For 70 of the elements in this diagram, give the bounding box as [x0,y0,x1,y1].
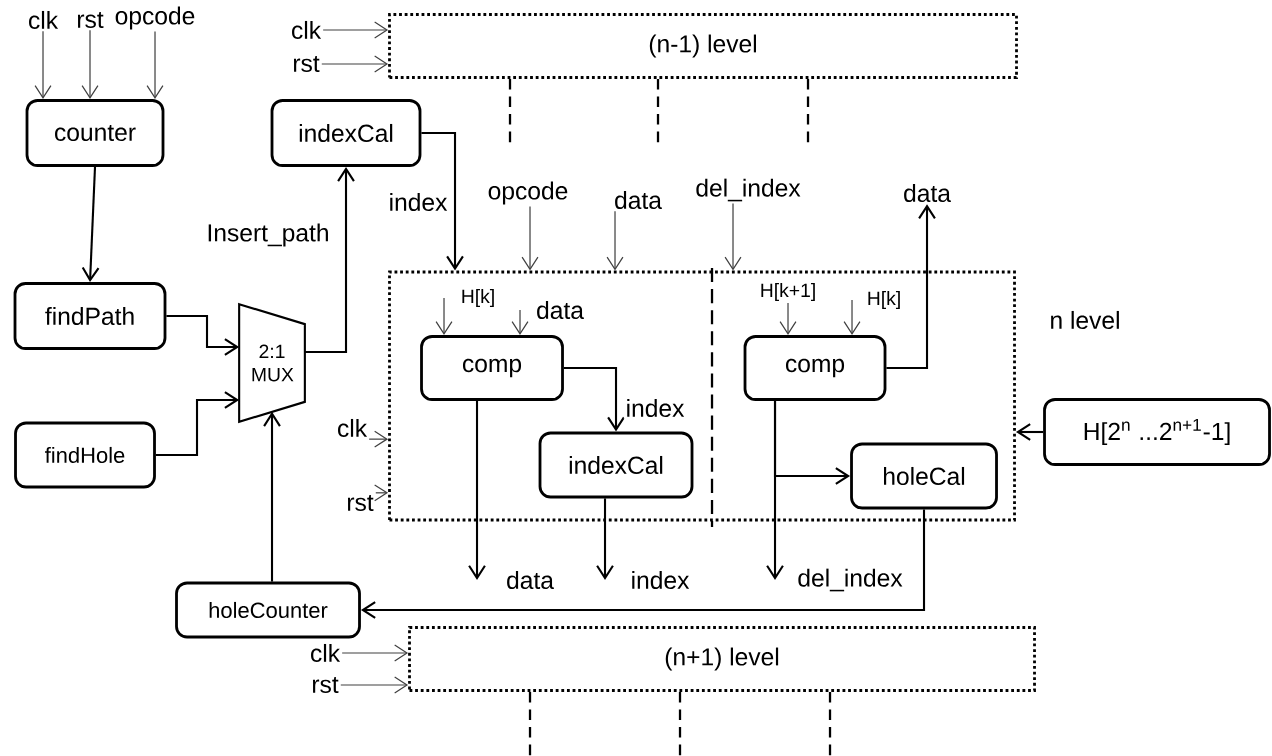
arrow [360,509,926,619]
signal-label: del_index [798,568,903,592]
arrow [34,30,52,100]
arrow [521,205,539,271]
edge-label: index [386,191,450,213]
arrow [596,498,614,580]
signal-label: clk [311,643,341,663]
signal-label: H[k] [868,291,900,309]
signal-label: data [615,190,662,210]
signal-label: opcode [115,6,195,30]
arrow [606,210,624,271]
edge-label: Insert_path [204,221,332,249]
signal-label: H[k] [462,289,494,307]
arrow [81,29,99,100]
arrow [843,299,861,336]
module-box: findPath [13,282,167,350]
signal-label: data [904,183,951,203]
level-box: (n-1) level [388,13,1018,79]
arrow [304,166,355,354]
arrow [773,400,851,485]
arrow [468,400,486,580]
module-box: holeCal [850,442,998,510]
signal-label: opcode [488,181,568,205]
arrow [146,30,164,100]
node-label: n level [1051,310,1119,330]
module-box: counter [25,99,165,167]
signal-label: rst [347,494,374,512]
dashed-line [806,78,810,143]
arrow [341,644,409,662]
arrow [155,391,240,457]
arrow [263,411,281,582]
arrow [779,302,797,336]
dashed-line [508,78,512,143]
signal-label: data [537,300,584,320]
arrow [81,166,100,283]
signal-label: H[k+1] [761,283,815,301]
signal-label: clk [292,20,322,40]
signal-label: clk [338,418,368,438]
arrow [321,55,389,73]
module-box: indexCal [538,431,694,499]
module-box: holeCounter [175,581,361,639]
edge-label: index [623,397,687,419]
arrow [340,676,409,694]
arrow [421,131,464,271]
signal-label: rst [312,676,339,694]
signal-label: rst [293,55,320,73]
signal-label: del_index [696,178,801,202]
arrow [435,297,453,336]
module-box: H[2$^{n}$ ...2$^{n+1}$-1] [1043,398,1271,466]
signal-label: data [507,570,554,590]
level-box: (n+1) level [408,626,1036,692]
arrow [322,21,389,39]
module-box: comp [743,335,887,401]
arrow [1015,423,1044,441]
arrow [724,202,742,271]
signal-label: index [632,570,690,590]
dashed-line [828,691,832,756]
module-box: findHole [14,421,156,489]
arrow [368,430,389,448]
dashed-line [678,691,682,756]
module-box: indexCal [270,99,422,167]
dashed-line [528,691,532,756]
arrow [563,366,625,432]
module-box: comp [420,335,564,401]
signal-label: clk [29,10,59,30]
arrow [886,204,936,370]
signal-label: rst [77,11,104,29]
arrow [166,314,240,356]
arrow [511,309,529,336]
dashed-line [656,78,660,143]
